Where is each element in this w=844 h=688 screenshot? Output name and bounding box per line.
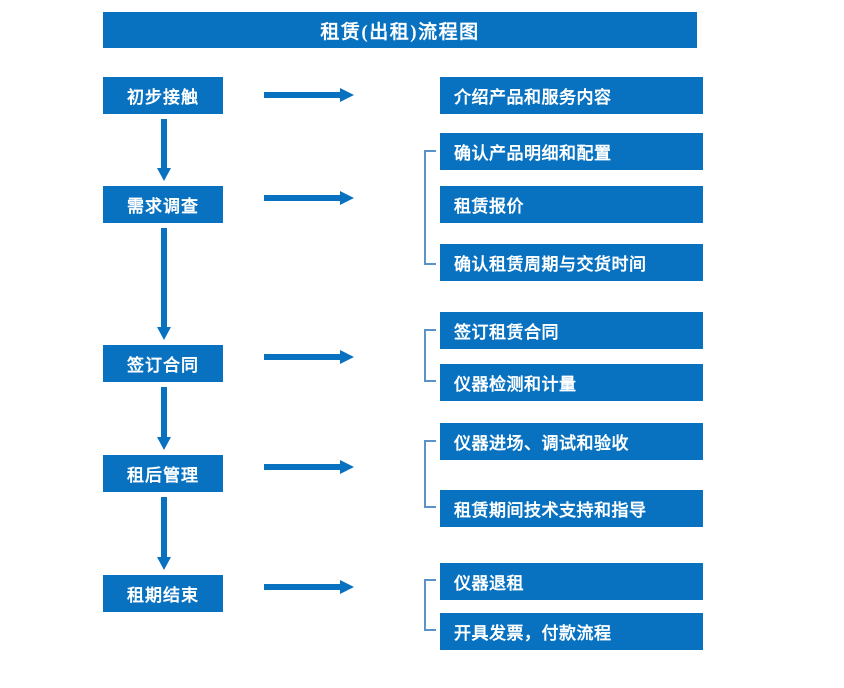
bracket-needs-survey-group	[424, 150, 436, 265]
detail-box-invoice-payment-process[interactable]: 开具发票，付款流程	[440, 613, 703, 650]
horizontal-arrow-post-rental-management	[264, 460, 354, 474]
horizontal-arrow-sign-contract	[264, 350, 354, 364]
arrow-head-right-icon	[340, 580, 354, 594]
detail-box-instrument-testing-metering[interactable]: 仪器检测和计量	[440, 364, 703, 401]
stage-box-post-rental-management[interactable]: 租后管理	[103, 455, 223, 492]
arrow-shaft	[264, 92, 340, 98]
bracket-rental-end-group	[424, 579, 436, 631]
detail-box-rental-period-tech-support[interactable]: 租赁期间技术支持和指导	[440, 490, 703, 527]
arrow-shaft	[264, 354, 340, 360]
bracket-sign-contract-group	[424, 329, 436, 382]
stage-box-rental-end[interactable]: 租期结束	[103, 575, 223, 612]
arrow-shaft	[161, 228, 167, 327]
arrow-head-down-icon	[157, 557, 171, 570]
horizontal-arrow-needs-survey	[264, 191, 354, 205]
stage-box-initial-contact[interactable]: 初步接触	[103, 77, 223, 114]
arrow-head-right-icon	[340, 191, 354, 205]
arrow-shaft	[264, 464, 340, 470]
vertical-arrow-management-to-end	[157, 497, 171, 570]
stage-box-needs-survey[interactable]: 需求调查	[103, 186, 223, 223]
arrow-head-right-icon	[340, 460, 354, 474]
arrow-shaft	[161, 387, 167, 437]
horizontal-arrow-initial-contact	[264, 88, 354, 102]
detail-box-sign-rental-contract[interactable]: 签订租赁合同	[440, 312, 703, 349]
arrow-head-right-icon	[340, 88, 354, 102]
detail-box-instrument-return[interactable]: 仪器退租	[440, 563, 703, 600]
arrow-shaft	[161, 497, 167, 557]
arrow-head-down-icon	[157, 437, 171, 450]
detail-box-confirm-rental-period-delivery[interactable]: 确认租赁周期与交货时间	[440, 244, 703, 281]
arrow-shaft	[161, 119, 167, 168]
arrow-head-down-icon	[157, 327, 171, 340]
stage-box-sign-contract[interactable]: 签订合同	[103, 345, 223, 382]
flowchart-title: 租赁(出租)流程图	[103, 12, 697, 48]
vertical-arrow-survey-to-contract	[157, 228, 171, 340]
arrow-head-right-icon	[340, 350, 354, 364]
bracket-post-rental-management-group	[424, 440, 436, 508]
arrow-shaft	[264, 195, 340, 201]
vertical-arrow-initial-to-survey	[157, 119, 171, 181]
detail-box-instrument-entry-debug-acceptance[interactable]: 仪器进场、调试和验收	[440, 423, 703, 460]
arrow-shaft	[264, 584, 340, 590]
vertical-arrow-contract-to-management	[157, 387, 171, 450]
horizontal-arrow-rental-end	[264, 580, 354, 594]
arrow-head-down-icon	[157, 168, 171, 181]
detail-box-introduce-products-services[interactable]: 介绍产品和服务内容	[440, 77, 703, 114]
detail-box-rental-quotation[interactable]: 租赁报价	[440, 186, 703, 223]
detail-box-confirm-product-details[interactable]: 确认产品明细和配置	[440, 133, 703, 170]
